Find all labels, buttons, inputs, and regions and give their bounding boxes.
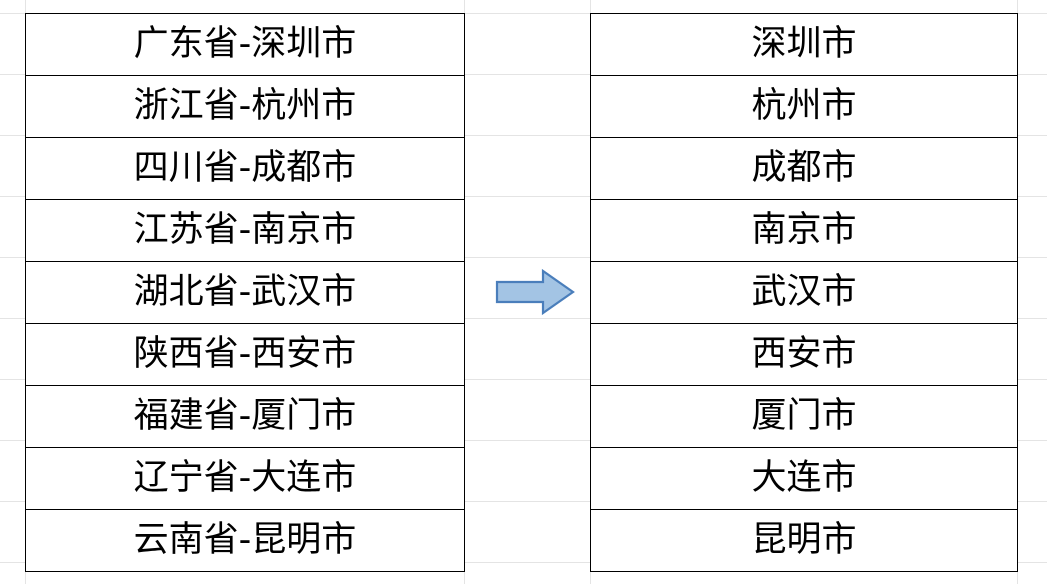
source-cell[interactable]: 江苏省-南京市 [25, 199, 465, 262]
result-cell[interactable]: 厦门市 [590, 385, 1018, 448]
result-cell[interactable]: 武汉市 [590, 261, 1018, 324]
table-row: 西安市 [590, 323, 1018, 386]
result-cell[interactable]: 南京市 [590, 199, 1018, 262]
table-row: 厦门市 [590, 385, 1018, 448]
source-cell[interactable]: 辽宁省-大连市 [25, 447, 465, 510]
source-cell[interactable]: 云南省-昆明市 [25, 509, 465, 572]
source-cell[interactable]: 广东省-深圳市 [25, 13, 465, 76]
table-row: 辽宁省-大连市 [25, 447, 465, 510]
table-row: 四川省-成都市 [25, 137, 465, 200]
right-arrow-shape [495, 268, 575, 316]
table-row: 大连市 [590, 447, 1018, 510]
source-table-body: 广东省-深圳市 浙江省-杭州市 四川省-成都市 江苏省-南京市 湖北省-武汉市 … [25, 13, 465, 572]
table-row: 昆明市 [590, 509, 1018, 572]
table-row: 成都市 [590, 137, 1018, 200]
result-cell[interactable]: 大连市 [590, 447, 1018, 510]
source-cell[interactable]: 陕西省-西安市 [25, 323, 465, 386]
result-table-body: 深圳市 杭州市 成都市 南京市 武汉市 西安市 厦门市 大连市 昆明市 [590, 13, 1018, 572]
result-cell[interactable]: 西安市 [590, 323, 1018, 386]
table-row: 陕西省-西安市 [25, 323, 465, 386]
result-table: 深圳市 杭州市 成都市 南京市 武汉市 西安市 厦门市 大连市 昆明市 [590, 13, 1018, 572]
source-table: 广东省-深圳市 浙江省-杭州市 四川省-成都市 江苏省-南京市 湖北省-武汉市 … [25, 13, 465, 572]
source-cell[interactable]: 湖北省-武汉市 [25, 261, 465, 324]
result-cell[interactable]: 成都市 [590, 137, 1018, 200]
table-row: 南京市 [590, 199, 1018, 262]
result-cell[interactable]: 杭州市 [590, 75, 1018, 138]
table-row: 福建省-厦门市 [25, 385, 465, 448]
result-cell[interactable]: 昆明市 [590, 509, 1018, 572]
table-row: 云南省-昆明市 [25, 509, 465, 572]
result-cell[interactable]: 深圳市 [590, 13, 1018, 76]
source-cell[interactable]: 四川省-成都市 [25, 137, 465, 200]
table-row: 湖北省-武汉市 [25, 261, 465, 324]
source-cell[interactable]: 浙江省-杭州市 [25, 75, 465, 138]
table-row: 广东省-深圳市 [25, 13, 465, 76]
right-arrow-icon [495, 268, 575, 316]
table-row: 杭州市 [590, 75, 1018, 138]
table-row: 浙江省-杭州市 [25, 75, 465, 138]
table-row: 江苏省-南京市 [25, 199, 465, 262]
table-row: 武汉市 [590, 261, 1018, 324]
source-cell[interactable]: 福建省-厦门市 [25, 385, 465, 448]
table-row: 深圳市 [590, 13, 1018, 76]
